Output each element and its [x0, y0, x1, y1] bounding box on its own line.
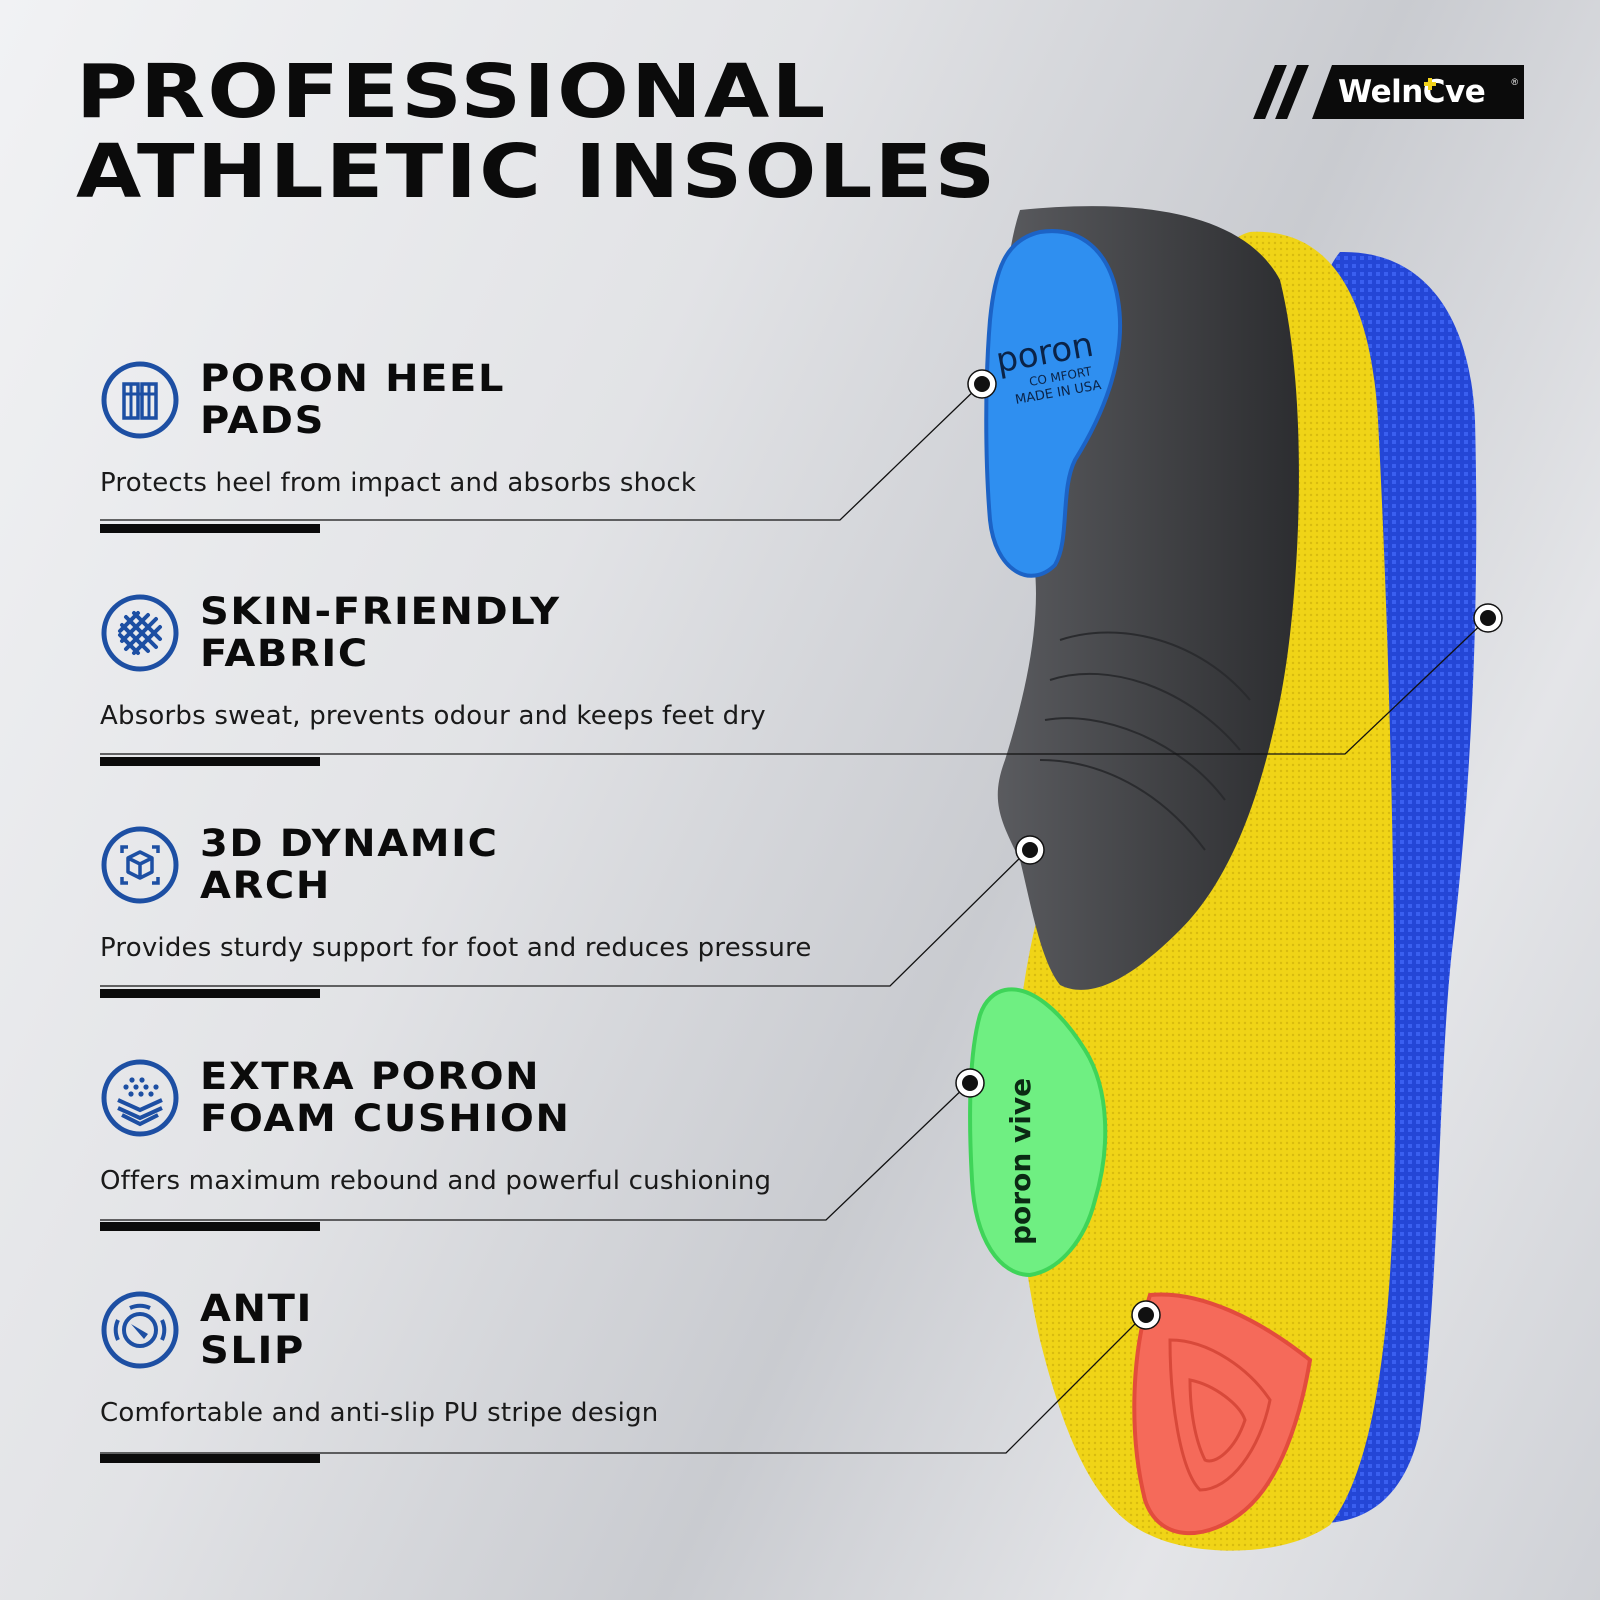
feature-title: PORON HEEL PADS — [200, 357, 506, 442]
feature-description: Absorbs sweat, prevents odour and keeps … — [100, 701, 766, 731]
brand-logo: WelnCve ® — [1253, 65, 1524, 119]
heel-pad — [984, 229, 1123, 578]
feature-title: EXTRA PORON FOAM CUSHION — [200, 1055, 571, 1140]
brand-box — [1312, 65, 1524, 119]
anti-slip-gauge-icon — [101, 1291, 179, 1369]
feature-description: Provides sturdy support for foot and red… — [100, 933, 812, 963]
forefoot-pad — [968, 987, 1108, 1278]
divider-bar — [100, 1454, 320, 1463]
feature-title: ANTI SLIP — [200, 1287, 313, 1372]
forefoot-pad-brand-text: poron vive — [1004, 1078, 1037, 1245]
feature-description: Protects heel from impact and absorbs sh… — [100, 468, 697, 498]
page-title: PROFESSIONAL ATHLETIC INSOLES — [76, 52, 998, 212]
divider-bar — [100, 757, 320, 766]
divider-bar — [100, 524, 320, 533]
callout-markers — [955, 369, 1503, 1330]
toe-pad — [1132, 1292, 1313, 1536]
callout-connectors — [100, 384, 1489, 1454]
registered-mark: ® — [1511, 77, 1518, 87]
foam-layers-icon — [101, 1059, 179, 1137]
divider-bar — [100, 989, 320, 998]
title-line-1: PROFESSIONAL — [76, 49, 828, 135]
woven-fabric-icon — [101, 594, 179, 672]
plus-icon — [1424, 78, 1436, 90]
divider-bar — [100, 1222, 320, 1231]
heel-pad-icon — [101, 361, 179, 439]
3d-cube-icon — [101, 826, 179, 904]
title-line-2: ATHLETIC INSOLES — [76, 129, 998, 215]
feature-title: SKIN-FRIENDLY FABRIC — [200, 590, 561, 675]
brand-name: WelnCve — [1338, 74, 1486, 110]
feature-description: Offers maximum rebound and powerful cush… — [100, 1166, 772, 1196]
feature-title: 3D DYNAMIC ARCH — [200, 822, 499, 907]
feature-description: Comfortable and anti-slip PU stripe desi… — [100, 1398, 659, 1428]
